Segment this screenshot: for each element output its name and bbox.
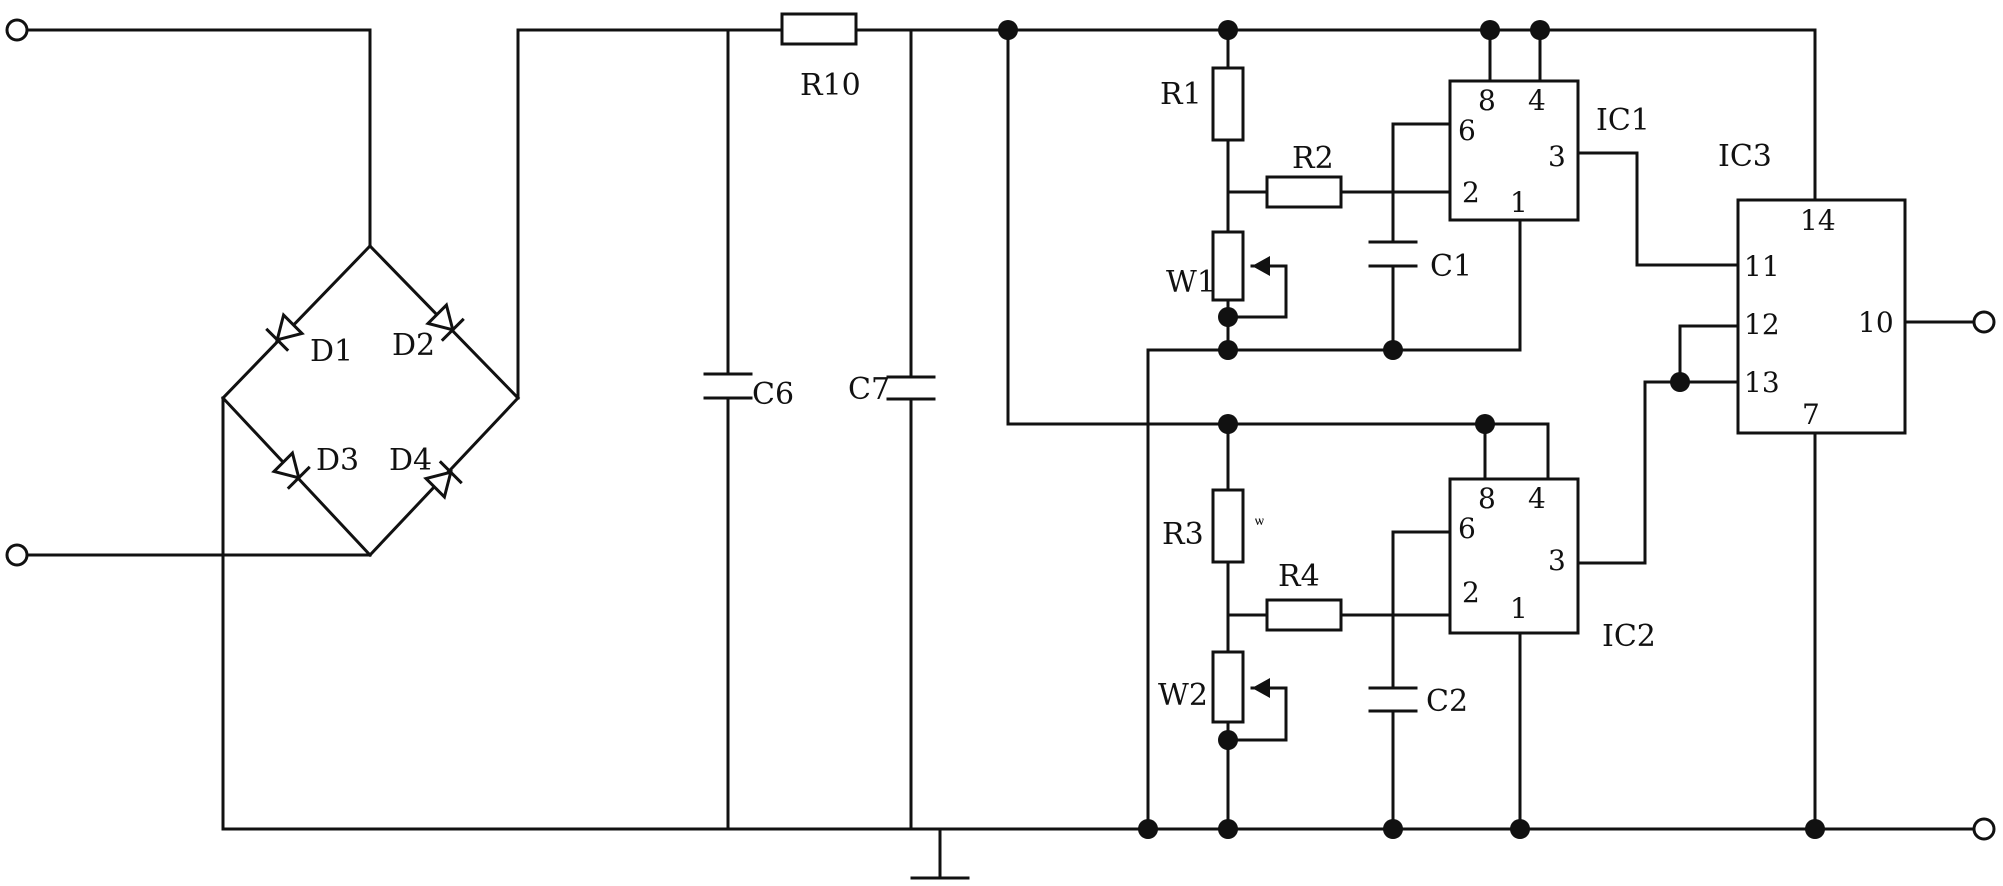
label-ic3: IC3	[1718, 139, 1772, 174]
resistor-r3	[1211, 488, 1245, 564]
label-w1: W1	[1166, 265, 1216, 300]
label-r4: R4	[1278, 559, 1320, 594]
junction	[1670, 372, 1690, 392]
label-d1: D1	[310, 334, 353, 369]
junction	[1480, 20, 1500, 40]
terminals	[5, 18, 1996, 841]
diode-d3	[271, 450, 311, 490]
diode-d1	[265, 312, 305, 352]
junction	[1510, 819, 1530, 839]
potentiometer-w1	[1211, 230, 1245, 302]
pin-number: 2	[1462, 576, 1480, 609]
label-d3: D3	[316, 443, 359, 478]
terminal-input-top	[5, 18, 29, 42]
pin-number: 4	[1528, 84, 1546, 117]
chip-ic2	[1448, 477, 1580, 635]
label-c7: C7	[848, 372, 890, 407]
pin-number: 2	[1462, 176, 1480, 209]
terminal-output	[1972, 310, 1996, 334]
diode-d2	[425, 302, 465, 342]
label-c6: C6	[752, 377, 794, 412]
w1-wiper-arrow	[1252, 256, 1270, 276]
pin-number: 3	[1548, 140, 1566, 173]
ic1-pin-numbers: 8 4 6 3 2 1	[1458, 84, 1566, 219]
chip-ic3	[1736, 198, 1907, 435]
component-labels: D1 D2 D3 D4 R10 C6 C7 R1 R2 W1 C1 R3 ѡ R…	[310, 68, 1772, 719]
junction	[1383, 340, 1403, 360]
junction	[1218, 819, 1238, 839]
wire-bridge-d1	[220, 243, 373, 401]
junction	[1218, 414, 1238, 434]
label-r1: R1	[1160, 77, 1202, 112]
label-w2: W2	[1158, 678, 1208, 713]
potentiometer-w2	[1211, 650, 1245, 724]
junction	[1530, 20, 1550, 40]
pin-number: 7	[1802, 398, 1820, 431]
wire-ic2-out	[1576, 380, 1740, 565]
pin-number: 1	[1510, 592, 1528, 625]
label-ic2: IC2	[1602, 619, 1656, 654]
terminal-ground	[1972, 817, 1996, 841]
junction	[1805, 819, 1825, 839]
w2-wiper-arrow	[1252, 678, 1270, 698]
pin-number: 10	[1858, 306, 1894, 339]
pin-number: 1	[1510, 186, 1528, 219]
resistor-r1	[1211, 66, 1245, 142]
wire-pin12-13-link	[1678, 324, 1740, 384]
junction	[1218, 20, 1238, 40]
chip-ic1	[1448, 79, 1580, 222]
pin-number: 4	[1528, 482, 1546, 515]
wire-ic1-out	[1576, 151, 1740, 267]
capacitor-c6	[703, 372, 753, 400]
label-d4: D4	[389, 443, 432, 478]
label-d2: D2	[392, 328, 435, 363]
pin-number: 11	[1744, 250, 1780, 283]
junction	[1475, 414, 1495, 434]
pin-number: 14	[1800, 204, 1836, 237]
pin-number: 3	[1548, 544, 1566, 577]
junction	[1218, 730, 1238, 750]
resistor-r2	[1265, 175, 1343, 209]
label-ic1: IC1	[1596, 103, 1650, 138]
pin-number: 13	[1744, 366, 1780, 399]
junction	[1383, 819, 1403, 839]
capacitor-c1	[1368, 240, 1418, 268]
label-r3: R3	[1162, 517, 1204, 552]
pin-number: 8	[1478, 84, 1496, 117]
junction	[998, 20, 1018, 40]
ic3-pin-numbers: 14 11 12 13 10 7	[1744, 204, 1894, 431]
label-c1: C1	[1430, 249, 1472, 284]
label-c2: C2	[1426, 684, 1468, 719]
junction	[1138, 819, 1158, 839]
diode-d4	[423, 460, 463, 500]
resistor-r10	[780, 12, 858, 46]
junction	[1218, 307, 1238, 327]
terminal-input-bottom	[5, 543, 29, 567]
junctions	[998, 20, 1825, 839]
ic2-pin-numbers: 8 4 6 3 2 1	[1458, 482, 1566, 625]
resistor-r4	[1265, 598, 1343, 632]
label-r10: R10	[800, 68, 861, 103]
label-r3-mark: ѡ	[1255, 513, 1264, 529]
pin-number: 12	[1744, 308, 1780, 341]
capacitor-c7	[886, 375, 936, 401]
capacitor-c2	[1368, 686, 1418, 713]
pin-number: 8	[1478, 482, 1496, 515]
pin-number: 6	[1458, 512, 1476, 545]
label-r2: R2	[1292, 141, 1334, 176]
junction	[1218, 340, 1238, 360]
pin-number: 6	[1458, 114, 1476, 147]
